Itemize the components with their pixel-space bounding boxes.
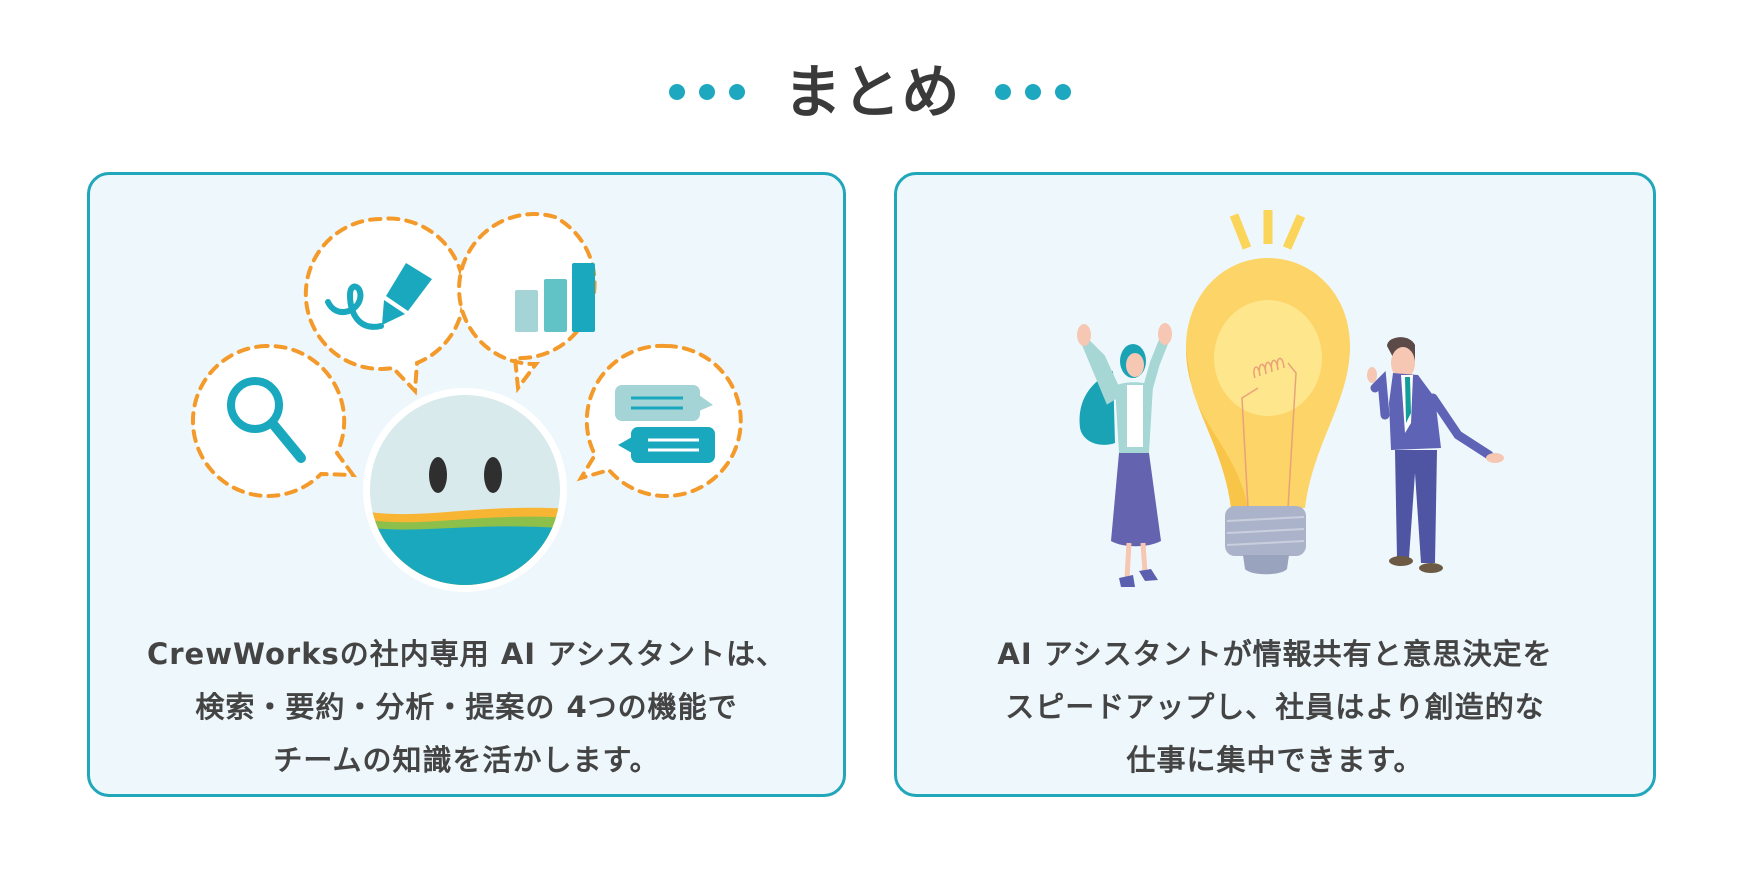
ai-mascot xyxy=(363,388,567,592)
right-eye-icon xyxy=(484,457,502,493)
description-line: AI アシスタントが情報共有と意思決定を xyxy=(997,637,1553,671)
description-line: 検索・要約・分析・提案の 4つの機能で xyxy=(195,690,738,724)
description-line: スピードアップし、社員はより創造的な xyxy=(1005,690,1545,724)
card-description: AI アシスタントが情報共有と意思決定を スピードアップし、社員はより創造的な … xyxy=(897,628,1653,787)
page-title: まとめ xyxy=(783,58,961,126)
proposal-bubble xyxy=(576,343,743,498)
description-line: チームの知識を活かします。 xyxy=(273,743,660,777)
summary-card-benefits: AI アシスタントが情報共有と意思決定を スピードアップし、社員はより創造的な … xyxy=(894,172,1656,797)
dot-icon xyxy=(729,84,745,100)
lightbulb-people-illustration xyxy=(1077,210,1504,587)
dot-icon xyxy=(995,84,1011,100)
dot-icon xyxy=(669,84,685,100)
light-rays-icon xyxy=(1229,210,1306,250)
dots-decoration-right xyxy=(995,84,1071,102)
woman-cheering-figure xyxy=(1077,323,1172,587)
description-line: CrewWorksの社内専用 AI アシスタントは、 xyxy=(146,637,787,671)
dot-icon xyxy=(1025,84,1041,100)
chat-bubbles-icon xyxy=(615,385,715,463)
bar-chart-icon xyxy=(515,263,595,332)
pen-signature-icon xyxy=(325,263,432,330)
section-header: まとめ xyxy=(0,52,1740,132)
summary-card-ai-assistant: CrewWorksの社内専用 AI アシスタントは、 検索・要約・分析・提案の … xyxy=(87,172,846,797)
ai-assistant-illustration xyxy=(190,212,743,592)
summary-bubble xyxy=(303,216,466,396)
businessman-figure xyxy=(1367,337,1504,573)
dot-icon xyxy=(1055,84,1071,100)
lightbulb-icon xyxy=(1186,258,1351,575)
analysis-bubble xyxy=(457,212,597,394)
search-bubble xyxy=(190,343,358,498)
card-description: CrewWorksの社内専用 AI アシスタントは、 検索・要約・分析・提案の … xyxy=(90,628,843,787)
description-line: 仕事に集中できます。 xyxy=(1126,743,1424,777)
search-icon xyxy=(227,377,306,463)
dots-decoration-left xyxy=(669,84,745,102)
left-eye-icon xyxy=(429,457,447,493)
dot-icon xyxy=(699,84,715,100)
